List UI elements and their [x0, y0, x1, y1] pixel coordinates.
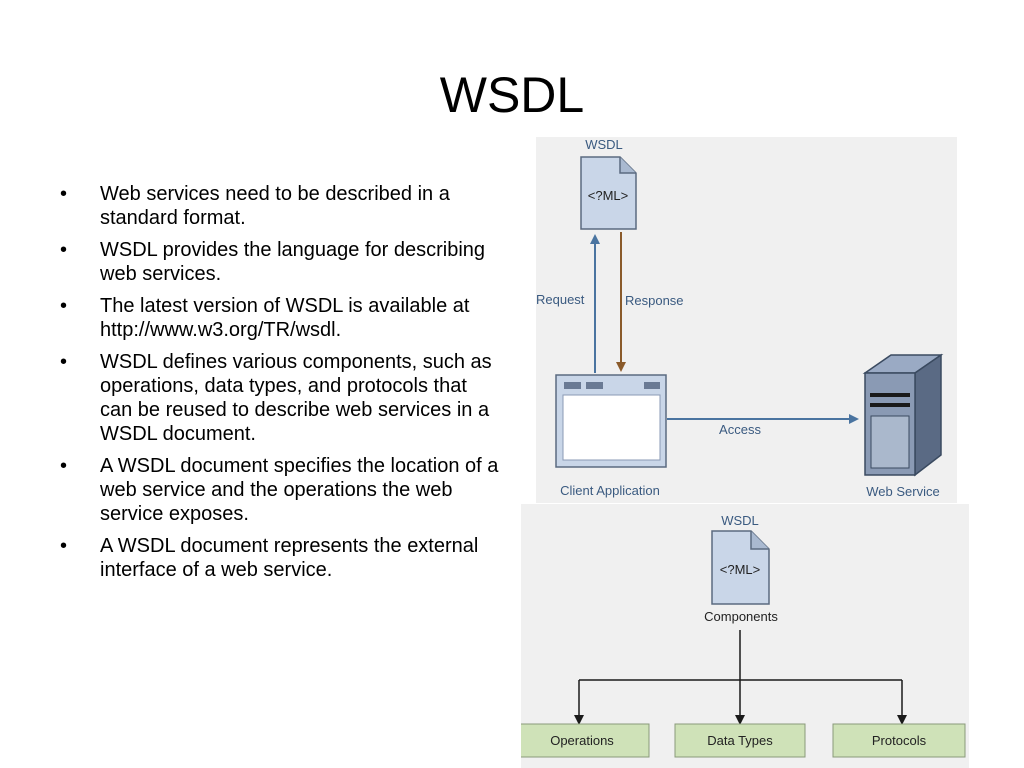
wsdl-doc-text: <?ML> [720, 562, 760, 577]
wsdl-components-diagram: WSDL <?ML> Components Operations Data Ty… [521, 504, 969, 768]
bullet-item: • A WSDL document specifies the location … [60, 454, 500, 526]
client-application-label: Client Application [560, 483, 660, 498]
web-service-label: Web Service [866, 484, 939, 499]
bullet-marker: • [60, 351, 68, 373]
web-service-server-icon [862, 353, 944, 477]
wsdl-access-diagram: WSDL <?ML> Request Response Access Clien… [536, 137, 957, 503]
wsdl-label: WSDL [585, 137, 623, 152]
data-types-box: Data Types [674, 723, 806, 758]
bullet-text: A WSDL document represents the external … [100, 535, 479, 581]
bullet-list: • Web services need to be described in a … [60, 182, 500, 590]
operations-label: Operations [550, 733, 614, 748]
bullet-item: • A WSDL document represents the external… [60, 534, 500, 582]
bullet-text: WSDL provides the language for describin… [100, 239, 486, 285]
bullet-text: A WSDL document specifies the location o… [100, 455, 499, 525]
bullet-item: • The latest version of WSDL is available… [60, 294, 500, 342]
slide-title: WSDL [439, 67, 585, 123]
bullet-marker: • [60, 535, 68, 557]
bullet-marker: • [60, 239, 68, 261]
wsdl-doc-text: <?ML> [588, 188, 628, 203]
operations-box: Operations [521, 723, 650, 758]
bullet-text: Web services need to be described in a s… [100, 183, 450, 229]
wsdl-document-icon: <?ML> [711, 530, 770, 605]
response-label: Response [625, 293, 684, 308]
bullet-item: • Web services need to be described in a … [60, 182, 500, 230]
components-label: Components [704, 609, 778, 624]
protocols-label: Protocols [872, 733, 927, 748]
bullet-text: The latest version of WSDL is available … [100, 295, 470, 341]
access-label: Access [719, 422, 761, 437]
bullet-item: • WSDL defines various components, such a… [60, 350, 500, 446]
bullet-marker: • [60, 295, 68, 317]
client-application-icon [555, 374, 667, 468]
data-types-label: Data Types [707, 733, 773, 748]
wsdl-label: WSDL [721, 513, 759, 528]
bullet-marker: • [60, 455, 68, 477]
bullet-text: WSDL defines various components, such as… [100, 351, 492, 445]
request-label: Request [536, 292, 585, 307]
wsdl-document-icon: <?ML> [580, 156, 637, 230]
protocols-box: Protocols [832, 723, 966, 758]
bullet-marker: • [60, 183, 68, 205]
bullet-item: • WSDL provides the language for describi… [60, 238, 500, 286]
